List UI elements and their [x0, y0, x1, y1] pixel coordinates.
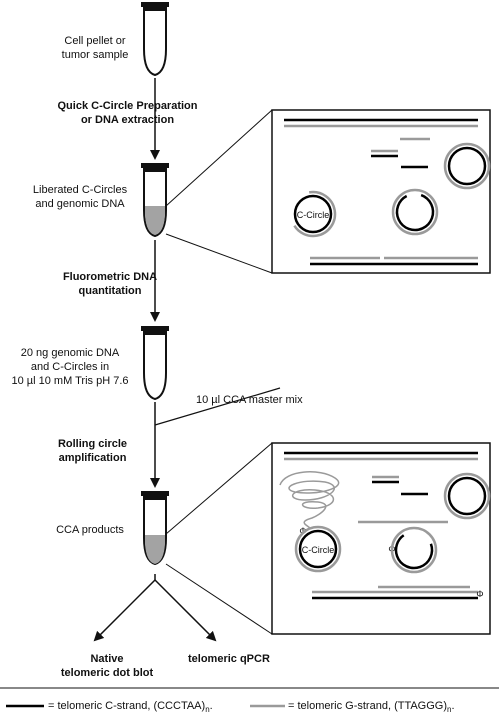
quant-label: Fluorometric DNA quantitation [50, 270, 170, 298]
phi29-label-3: Φ [476, 589, 483, 599]
quant-label-line1: Fluorometric DNA [62, 271, 158, 283]
legend-g-strand: = telomeric G-strand, (TTAGGG)n. [288, 699, 493, 717]
quant-label-line2: quantitation [78, 285, 142, 297]
liberated-label-line1: Liberated C-Circles [32, 184, 128, 196]
legend-c-strand-text: = telomeric C-strand, (CCCTAA) [48, 700, 206, 712]
circle-gapped-inner [395, 192, 435, 232]
circle-ds-inner [447, 146, 487, 186]
legend-c-strand: = telomeric C-strand, (CCCTAA)n. [48, 699, 248, 717]
prep-label-line1: Quick C-Circle Preparation [57, 100, 198, 112]
tube-mix [140, 325, 170, 400]
legend-g-strand-text: = telomeric G-strand, (TTAGGG) [288, 700, 448, 712]
prep-label: Quick C-Circle Preparation or DNA extrac… [45, 99, 210, 127]
circle-ds-outer [443, 142, 491, 190]
rca-label-line2: amplification [58, 452, 127, 464]
legend-g-strand-period: . [451, 700, 455, 712]
legend-c-strand-period: . [209, 700, 213, 712]
inset2-zoom-bottom [165, 563, 273, 635]
prep-label-line2: or DNA extraction [80, 114, 175, 126]
mix-label-line2: and C-Circles in [30, 361, 110, 373]
sample-label: Cell pellet or tumor sample [40, 34, 150, 62]
products-label: CCA products [56, 524, 124, 536]
arrow-dotblot [93, 579, 156, 642]
tube-liberated-content [145, 206, 165, 235]
p-circle-gapped-inner [394, 530, 434, 570]
inset-liberated: C-Circle [165, 109, 491, 274]
p-circle-ds-outer [443, 472, 491, 520]
mix-label-line1: 20 ng genomic DNA [20, 347, 120, 359]
master-mix-label: 10 µl CCA master mix [196, 394, 303, 406]
c-circle-partial-g [289, 190, 337, 238]
amplified-g-tangle [279, 471, 340, 529]
arrow-qpcr [154, 579, 217, 642]
circle-gapped-outer [391, 188, 439, 236]
c-circle [293, 194, 333, 234]
tube-sample [140, 1, 170, 76]
inset-products: Φ C-Circle Φ Φ [165, 442, 491, 635]
inset1-box [271, 109, 491, 274]
sample-label-line1: Cell pellet or [64, 35, 126, 47]
dotblot-label-line1: Native [90, 653, 124, 665]
liberated-label: Liberated C-Circles and genomic DNA [20, 183, 140, 211]
dotblot-label: Native telomeric dot blot [52, 652, 162, 680]
rca-label: Rolling circle amplification [35, 437, 150, 465]
p-c-circle [298, 529, 338, 569]
inset2-zoom-top [165, 442, 273, 535]
mix-label: 20 ng genomic DNA and C-Circles in 10 µl… [0, 346, 140, 388]
inset1-zoom-bottom [165, 233, 273, 274]
inset1-zoom-top [165, 109, 273, 207]
tube-products-content [145, 535, 165, 564]
c-circle-label: C-Circle [297, 210, 330, 220]
p-c-circle-label: C-Circle [302, 545, 335, 555]
p-c-circle-g [294, 525, 342, 573]
inset2-box [271, 442, 491, 635]
legend-g-strand-sub: n [447, 705, 452, 715]
liberated-label-line2: and genomic DNA [35, 198, 125, 210]
mix-label-line3: 10 µl 10 mM Tris pH 7.6 [11, 375, 129, 387]
rca-label-line1: Rolling circle [57, 438, 128, 450]
dotblot-label-line2: telomeric dot blot [60, 667, 154, 679]
p-circle-gapped-outer [390, 526, 438, 574]
legend-c-strand-sub: n [205, 705, 210, 715]
p-circle-ds-inner [447, 476, 487, 516]
qpcr-label: telomeric qPCR [188, 653, 270, 665]
phi29-label-1: Φ [299, 526, 306, 536]
master-mix-line [154, 387, 281, 426]
sample-label-line2: tumor sample [61, 49, 129, 61]
